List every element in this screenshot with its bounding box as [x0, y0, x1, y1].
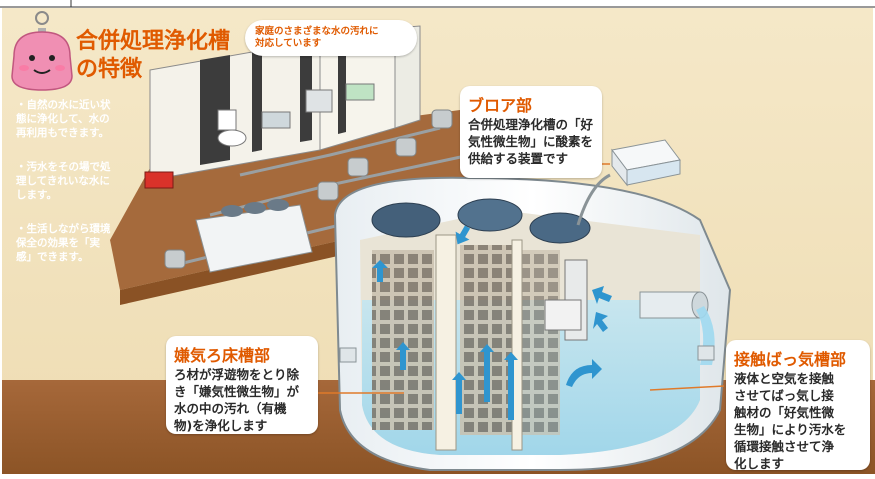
aeration-line-6: 化します	[734, 456, 785, 471]
title-line-1: 合併処理浄化槽	[76, 29, 231, 54]
aeration-line-5: 循環接触させて浄	[734, 439, 835, 454]
intro-line-1: 家庭のさまざまな水の汚れに	[255, 26, 379, 37]
feature-1-line-2: 態に浄化して、水の	[16, 113, 110, 125]
anaerobic-line-4: 物)を浄化します	[174, 418, 268, 433]
feature-3-line-1: ・生活しながら環境	[16, 223, 111, 235]
anaerobic-line-2: き「嫌気性微生物」が	[174, 384, 300, 399]
feature-list: ・自然の水に近い状 態に浄化して、水の 再利用もできます。 ・汚水をその場で処 …	[16, 98, 126, 264]
blower-line-1: 合併処理浄化槽の「好	[468, 117, 594, 132]
blower-line-3: 供給する装置です	[468, 151, 569, 166]
aeration-title: 接触ばっ気槽部	[734, 350, 847, 369]
aeration-line-4: 生物」により汚水を	[734, 422, 847, 437]
anaerobic-title: 嫌気ろ床槽部	[174, 346, 271, 365]
intro-line-2: 対応しています	[255, 38, 322, 49]
feature-item-3: ・生活しながら環境 保全の効果を「実 感」できます。	[16, 222, 126, 264]
blower-callout: ブロア部 合併処理浄化槽の「好 気性微生物」に酸素を 供給する装置です	[460, 86, 602, 178]
aeration-line-2: させてばっ気し接	[734, 388, 834, 403]
blower-line-2: 気性微生物」に酸素を	[468, 134, 594, 149]
feature-item-1: ・自然の水に近い状 態に浄化して、水の 再利用もできます。	[16, 98, 126, 140]
blower-title: ブロア部	[468, 96, 533, 115]
title-block: 合併処理浄化槽 の特徴	[76, 28, 230, 84]
feature-2-line-2: 理してきれいな水に	[16, 175, 110, 187]
feature-3-line-3: 感」できます。	[16, 251, 89, 263]
aeration-line-1: 液体と空気を接触	[734, 371, 835, 386]
title-line-2: の特徴	[76, 57, 143, 82]
feature-2-line-3: します。	[16, 189, 57, 201]
blower-desc: 合併処理浄化槽の「好 気性微生物」に酸素を 供給する装置です	[468, 116, 594, 167]
aeration-line-3: 触材の「好気性微	[734, 405, 835, 420]
aeration-callout: 接触ばっ気槽部 液体と空気を接触 させてばっ気し接 触材の「好気性微 生物」によ…	[726, 340, 870, 472]
intro-bubble: 家庭のさまざまな水の汚れに 対応しています	[245, 20, 417, 56]
feature-1-line-1: ・自然の水に近い状	[16, 99, 111, 111]
feature-3-line-2: 保全の効果を「実	[16, 237, 100, 249]
anaerobic-line-1: ろ材が浮遊物をとり除	[174, 367, 300, 382]
feature-item-2: ・汚水をその場で処 理してきれいな水に します。	[16, 160, 126, 202]
feature-2-line-1: ・汚水をその場で処	[16, 161, 111, 173]
feature-1-line-3: 再利用もできます。	[16, 127, 110, 139]
anaerobic-callout: 嫌気ろ床槽部 ろ材が浮遊物をとり除 き「嫌気性微生物」が 水の中の汚れ（有機 物…	[166, 336, 318, 434]
anaerobic-desc: ろ材が浮遊物をとり除 き「嫌気性微生物」が 水の中の汚れ（有機 物)を浄化します	[174, 366, 310, 434]
aeration-desc: 液体と空気を接触 させてばっ気し接 触材の「好気性微 生物」により汚水を 循環接…	[734, 370, 862, 472]
anaerobic-line-3: 水の中の汚れ（有機	[174, 401, 287, 416]
